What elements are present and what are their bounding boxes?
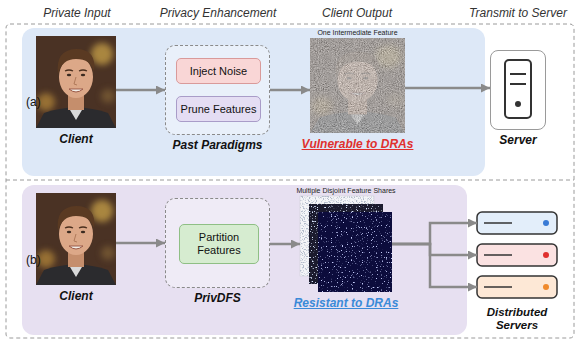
column-header: Privacy Enhancement xyxy=(160,6,277,20)
panel: (a)ClientPast ParadigmsInject NoisePrune… xyxy=(22,28,485,176)
method-caption: PrivDFS xyxy=(194,291,241,305)
client-caption: Client xyxy=(59,132,92,146)
process-box: Prune Features xyxy=(176,96,261,122)
feature-image: One Intermediate FeatureVulnerable to DR… xyxy=(310,38,405,133)
feature-caption: Multiple Disjoint Feature Shares xyxy=(296,187,395,194)
column-header: Transmit to Server xyxy=(469,6,567,20)
client-image: Client xyxy=(36,36,116,128)
separator-line xyxy=(6,180,574,181)
server-group: Distributed Servers xyxy=(475,208,559,302)
server-caption: Distributed Servers xyxy=(469,306,565,332)
panel-tag: (a) xyxy=(26,95,41,109)
column-header: Client Output xyxy=(322,6,392,20)
panel-tag: (b) xyxy=(26,253,41,267)
verdict-label: Resistant to DRAs xyxy=(294,296,399,310)
client-image: Client xyxy=(36,193,116,285)
client-caption: Client xyxy=(59,289,92,303)
server-caption: Server xyxy=(499,133,536,147)
feature-shares: Multiple Disjoint Feature SharesResistan… xyxy=(300,196,392,292)
verdict-label: Vulnerable to DRAs xyxy=(302,137,414,151)
feature-caption: One Intermediate Feature xyxy=(317,29,397,36)
process-label: Prune Features xyxy=(181,103,257,116)
process-label: Inject Noise xyxy=(190,65,247,78)
server-box: Server xyxy=(490,50,546,130)
method-caption: Past Paradigms xyxy=(172,138,262,152)
column-header: Private Input xyxy=(43,6,110,20)
process-box: Inject Noise xyxy=(176,58,261,84)
outer-frame xyxy=(6,24,574,338)
panel: (b)ClientPrivDFSPartition FeaturesMultip… xyxy=(22,185,467,335)
process-label: Partition Features xyxy=(183,231,255,257)
method-group: PrivDFSPartition Features xyxy=(165,198,270,288)
method-group: Past ParadigmsInject NoisePrune Features xyxy=(165,45,270,135)
process-box: Partition Features xyxy=(179,224,259,264)
server-rack xyxy=(477,212,557,298)
